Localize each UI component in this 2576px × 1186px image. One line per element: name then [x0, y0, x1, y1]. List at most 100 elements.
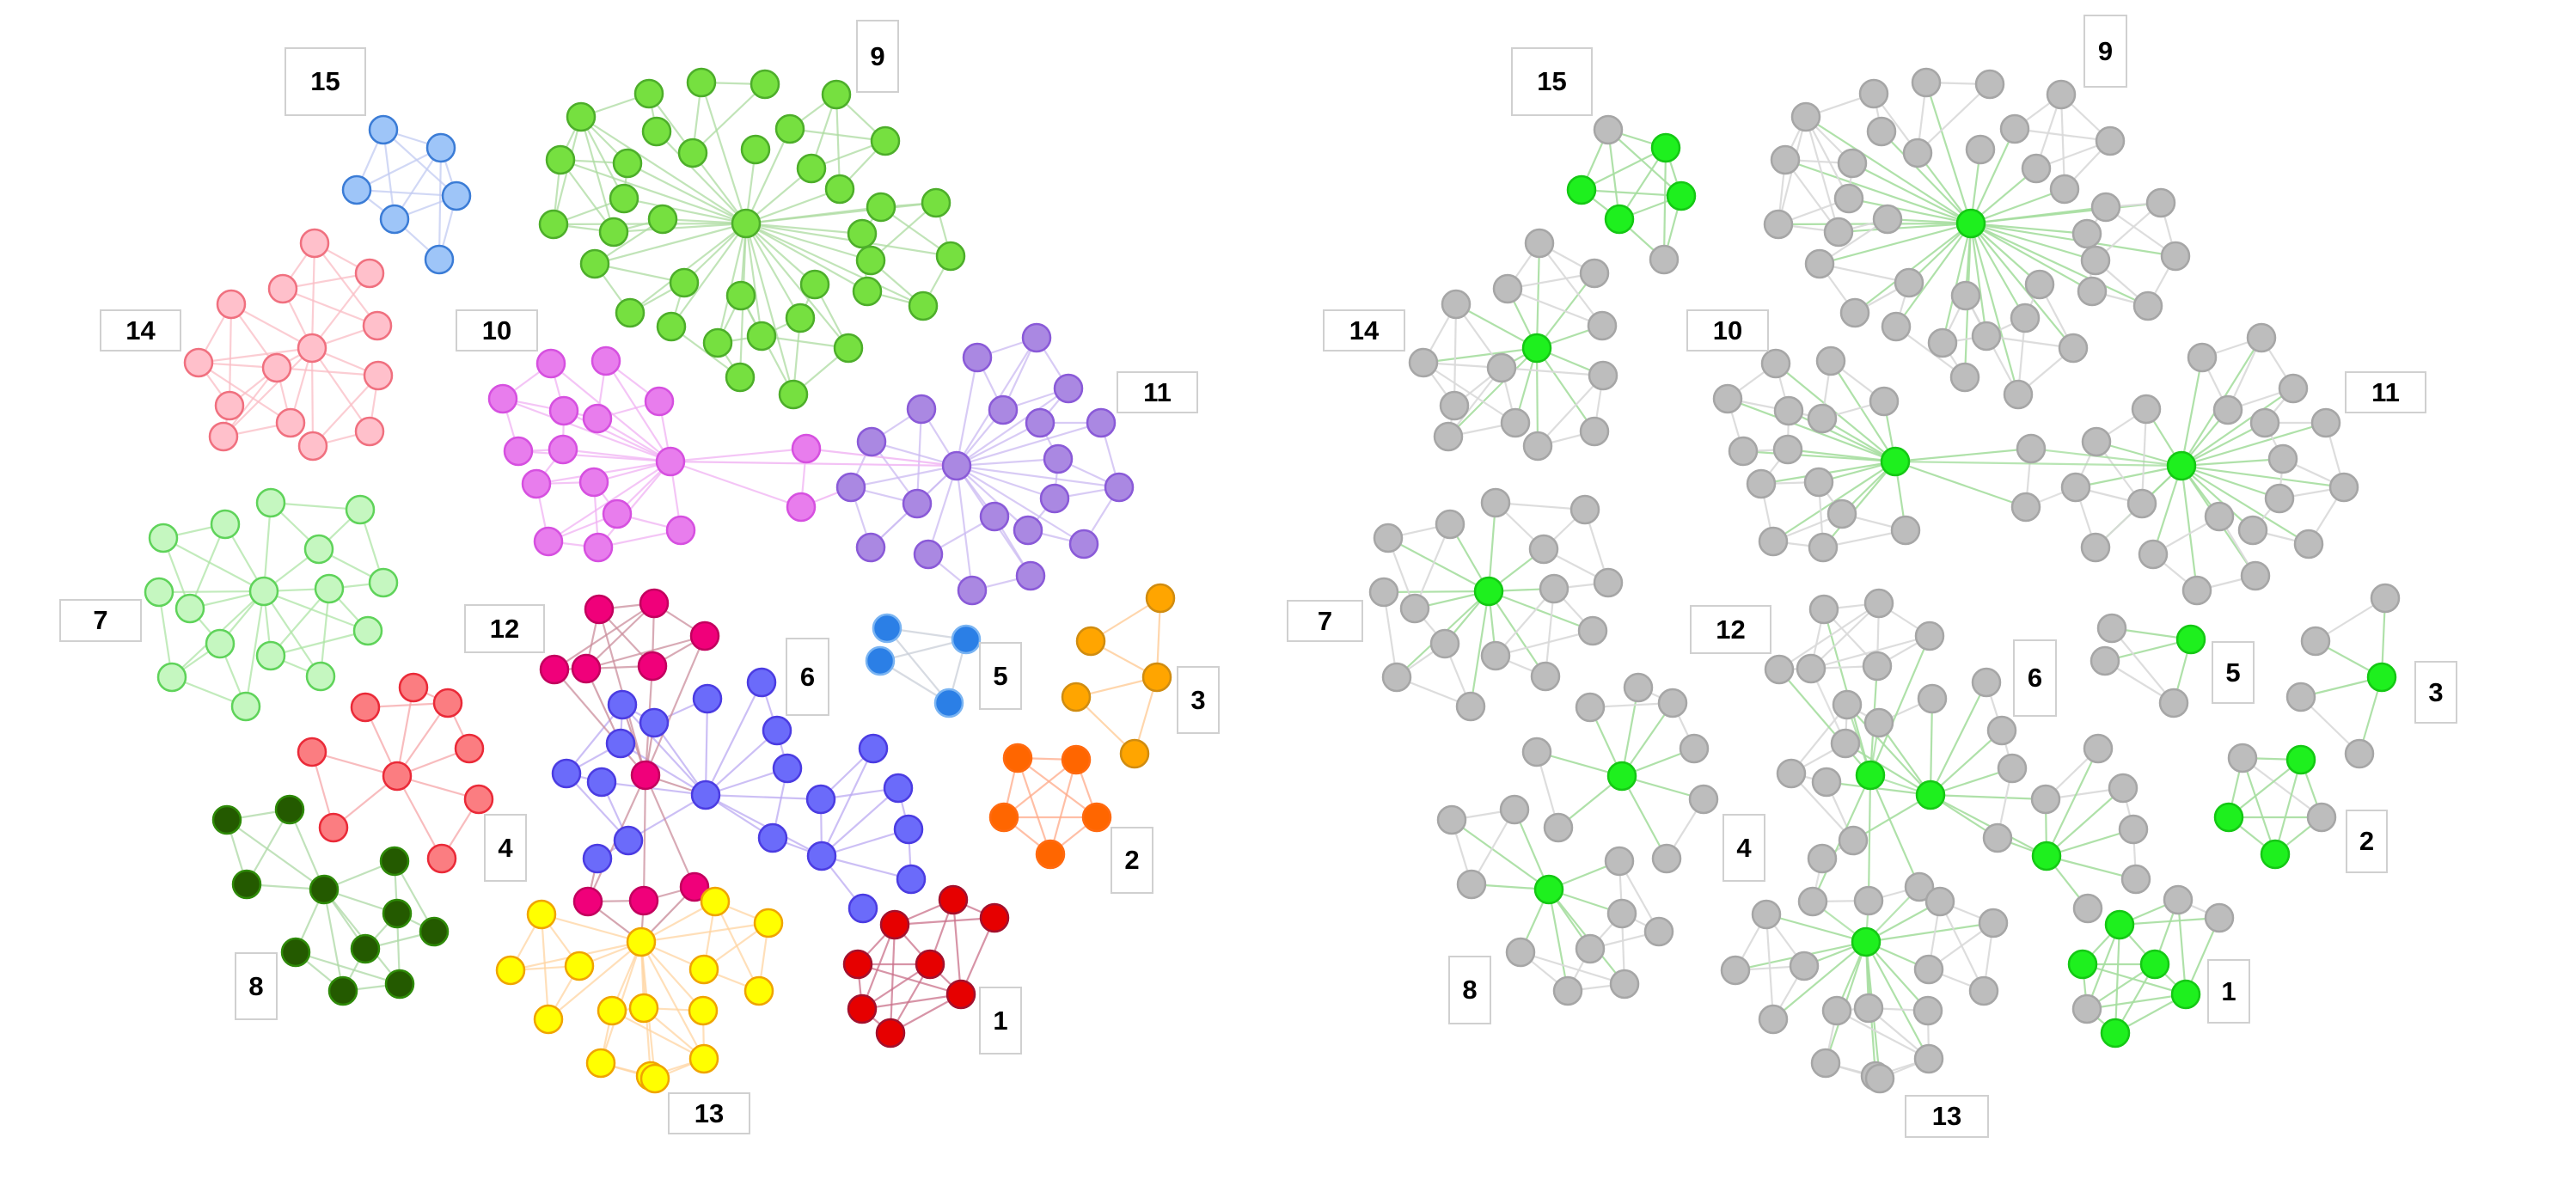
node-cluster-4-highlighted[interactable]: [1606, 761, 1637, 792]
node-cluster-8[interactable]: [231, 869, 262, 900]
node-cluster-9[interactable]: [669, 267, 700, 298]
node-cluster-6[interactable]: [2030, 784, 2061, 815]
node-cluster-1[interactable]: [945, 979, 976, 1010]
node-cluster-11[interactable]: [2264, 483, 2295, 514]
node-cluster-3[interactable]: [2285, 682, 2316, 712]
node-cluster-9[interactable]: [2145, 187, 2176, 218]
node-cluster-13[interactable]: [526, 899, 557, 930]
node-cluster-9[interactable]: [1881, 311, 1912, 342]
node-cluster-4[interactable]: [318, 812, 349, 843]
node-cluster-2-highlighted[interactable]: [2213, 802, 2244, 833]
node-cluster-14[interactable]: [362, 310, 393, 341]
node-cluster-2[interactable]: [988, 802, 1019, 833]
node-cluster-10[interactable]: [578, 467, 609, 498]
node-cluster-14[interactable]: [267, 273, 298, 304]
node-cluster-11[interactable]: [1068, 529, 1099, 559]
node-cluster-9[interactable]: [1839, 297, 1870, 328]
node-cluster-7[interactable]: [314, 573, 345, 604]
node-cluster-6[interactable]: [896, 864, 927, 895]
node-cluster-9[interactable]: [656, 311, 687, 342]
node-cluster-13[interactable]: [1789, 951, 1820, 981]
node-cluster-9[interactable]: [796, 153, 827, 184]
node-cluster-14[interactable]: [297, 431, 328, 462]
node-cluster-8[interactable]: [1606, 898, 1637, 929]
node-cluster-9[interactable]: [1949, 362, 1980, 393]
node-cluster-13[interactable]: [1924, 886, 1955, 917]
node-cluster-13[interactable]: [1758, 1004, 1789, 1035]
node-cluster-12[interactable]: [1764, 654, 1795, 685]
node-cluster-13[interactable]: [597, 995, 627, 1026]
node-cluster-10[interactable]: [1808, 532, 1839, 563]
node-cluster-7[interactable]: [1373, 523, 1404, 553]
node-cluster-8[interactable]: [309, 874, 340, 905]
node-cluster-10[interactable]: [590, 345, 621, 376]
node-cluster-9[interactable]: [731, 208, 762, 239]
node-cluster-8[interactable]: [280, 937, 311, 968]
node-cluster-9[interactable]: [1833, 183, 1864, 214]
node-cluster-2[interactable]: [2306, 802, 2337, 833]
node-cluster-1[interactable]: [875, 1018, 906, 1048]
node-cluster-11[interactable]: [2278, 373, 2309, 404]
node-cluster-10[interactable]: [1746, 468, 1777, 499]
node-cluster-12[interactable]: [1862, 651, 1893, 682]
node-cluster-11[interactable]: [2081, 426, 2112, 457]
node-cluster-11[interactable]: [856, 426, 887, 457]
node-cluster-12[interactable]: [539, 654, 570, 685]
node-cluster-9[interactable]: [855, 245, 886, 276]
node-cluster-9[interactable]: [538, 209, 569, 240]
node-cluster-14[interactable]: [1441, 289, 1472, 320]
node-cluster-5[interactable]: [2096, 613, 2127, 644]
node-cluster-13[interactable]: [688, 954, 719, 985]
node-cluster-3[interactable]: [1075, 626, 1106, 657]
node-cluster-5[interactable]: [951, 624, 982, 655]
node-cluster-6[interactable]: [582, 843, 613, 874]
node-cluster-12[interactable]: [639, 588, 670, 619]
node-cluster-14[interactable]: [1587, 310, 1618, 341]
node-cluster-11[interactable]: [979, 501, 1010, 532]
node-cluster-12[interactable]: [1796, 653, 1826, 684]
node-cluster-9[interactable]: [1866, 116, 1897, 147]
node-cluster-13[interactable]: [639, 1063, 670, 1094]
node-cluster-11[interactable]: [2181, 575, 2212, 606]
node-cluster-6[interactable]: [2108, 773, 2139, 804]
node-cluster-11[interactable]: [2328, 472, 2359, 503]
node-cluster-11[interactable]: [2204, 501, 2235, 532]
node-cluster-9[interactable]: [908, 290, 939, 321]
node-cluster-14[interactable]: [1522, 431, 1553, 462]
node-cluster-14[interactable]: [363, 360, 394, 391]
node-cluster-8[interactable]: [1436, 804, 1467, 835]
node-cluster-6[interactable]: [1971, 667, 2002, 698]
node-cluster-6[interactable]: [893, 814, 924, 845]
node-cluster-9[interactable]: [2021, 153, 2052, 184]
node-cluster-9[interactable]: [921, 187, 951, 218]
node-cluster-4[interactable]: [1657, 688, 1688, 718]
node-cluster-12[interactable]: [572, 886, 603, 917]
node-cluster-8[interactable]: [1604, 846, 1635, 877]
node-cluster-6[interactable]: [2120, 864, 2151, 895]
node-cluster-9[interactable]: [598, 217, 629, 248]
node-cluster-9[interactable]: [1999, 113, 2030, 144]
node-cluster-7[interactable]: [305, 661, 336, 692]
node-cluster-11[interactable]: [2212, 394, 2243, 425]
node-cluster-11[interactable]: [1021, 322, 1052, 353]
node-cluster-4[interactable]: [1679, 733, 1710, 764]
node-cluster-7[interactable]: [1455, 691, 1486, 722]
node-cluster-2[interactable]: [1081, 802, 1112, 833]
node-cluster-9[interactable]: [725, 280, 756, 311]
node-cluster-11[interactable]: [1015, 560, 1046, 591]
node-cluster-10[interactable]: [582, 403, 613, 434]
node-cluster-3[interactable]: [1119, 738, 1150, 769]
node-cluster-9[interactable]: [935, 241, 966, 272]
node-cluster-6[interactable]: [613, 825, 644, 856]
node-cluster-9[interactable]: [740, 134, 771, 165]
node-cluster-11[interactable]: [1039, 483, 1070, 514]
node-cluster-7[interactable]: [230, 691, 261, 722]
node-cluster-12[interactable]: [571, 653, 602, 684]
node-cluster-15[interactable]: [424, 244, 455, 275]
node-cluster-7[interactable]: [1368, 577, 1399, 608]
node-cluster-6[interactable]: [690, 779, 721, 810]
node-cluster-10[interactable]: [1807, 403, 1838, 434]
node-cluster-3[interactable]: [2344, 738, 2375, 769]
node-cluster-14[interactable]: [1486, 352, 1517, 383]
node-cluster-11[interactable]: [2080, 532, 2111, 563]
